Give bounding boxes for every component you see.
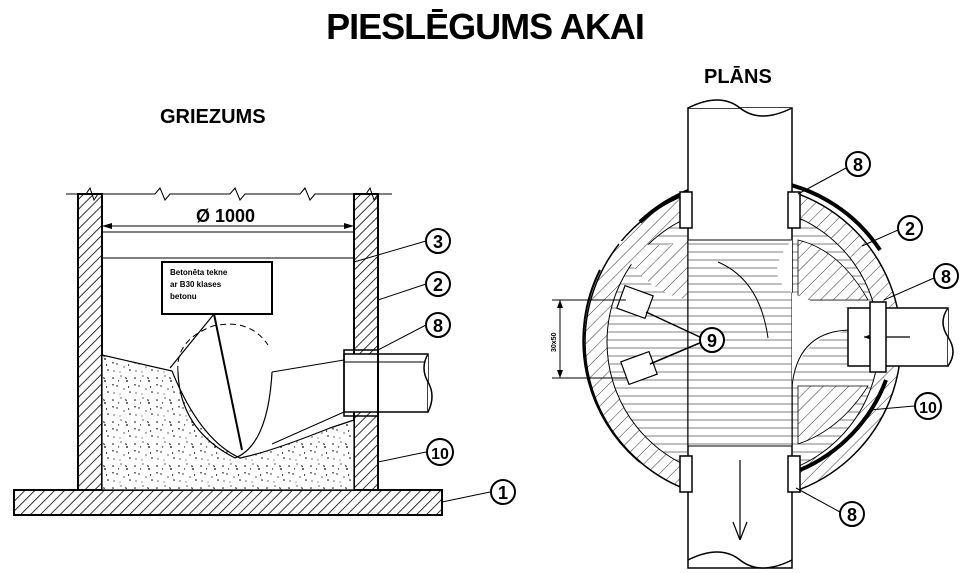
outer-wall-arc-bottom: [799, 379, 888, 472]
callout-2-leader: [377, 283, 427, 301]
main-pipe-break-top: [687, 99, 793, 117]
note-leader-2: [213, 313, 243, 451]
svg-text:8: 8: [433, 316, 443, 336]
callout-1-leader: [441, 491, 491, 503]
note-line-1: Betonēta tekne: [170, 268, 228, 277]
callout-8-leader: [377, 324, 427, 351]
inlet-pipe-break: [423, 353, 433, 413]
plan-view: 30x50 8 2 8 9 10 8: [551, 99, 959, 569]
dim-vertical-arrows: [557, 300, 563, 378]
diameter-label: Ø 1000: [196, 206, 255, 226]
plan-callout-8-side-leader: [883, 277, 935, 301]
plan-callout-2-leader: [861, 229, 899, 247]
page-title: PIESLĒGUMS AKAI: [326, 6, 645, 47]
side-channel-lower-edge: [791, 329, 853, 387]
svg-text:8: 8: [941, 267, 951, 287]
outer-wall-arc-left: [582, 269, 641, 463]
callout-8: 8: [425, 312, 451, 338]
channel-dashed-arc: [177, 323, 269, 373]
channel-arc: [177, 371, 273, 459]
blockout-upper: [616, 284, 654, 320]
section-view: Ø 1000 Betonēta tekne ar B30 klases beto…: [13, 186, 516, 516]
seal-bottom-left: [679, 455, 693, 493]
svg-text:10: 10: [431, 446, 449, 463]
break-line-top: [66, 186, 392, 202]
svg-text:8: 8: [847, 505, 857, 525]
svg-text:3: 3: [433, 232, 443, 252]
plan-callout-8-top: 8: [845, 151, 871, 177]
inlet-pipe: [343, 353, 429, 413]
note-line-3: betonu: [170, 292, 197, 301]
plan-callout-8-bottom: 8: [839, 501, 865, 527]
seal-top-right: [787, 191, 801, 229]
left-wall: [77, 193, 103, 491]
callout-3: 3: [425, 228, 451, 254]
callout-1: 1: [490, 479, 516, 505]
right-wall: [353, 193, 379, 491]
bench-area-lower-right: [797, 385, 869, 445]
bench-area-upper-right: [797, 239, 869, 301]
seal-top-left: [679, 191, 693, 229]
base-slab: [13, 489, 443, 516]
svg-text:2: 2: [433, 275, 443, 295]
pipe-invert-top: [271, 359, 345, 373]
dimension-arrow-left: [102, 223, 112, 229]
note-leader-1: [169, 313, 215, 369]
plan-callout-9: 9: [699, 327, 725, 353]
seal-bottom-right: [787, 455, 801, 493]
side-channel-fill: [776, 240, 868, 386]
plan-callout-8-side: 8: [933, 263, 959, 289]
callout-2: 2: [425, 271, 451, 297]
flow-curve-arc: [717, 261, 769, 339]
pipe-invert-bottom: [271, 411, 345, 445]
callout-10-leader: [377, 451, 427, 463]
svg-text:10: 10: [919, 400, 937, 417]
dimension-arrow-right: [344, 223, 354, 229]
plan-view-title: PLĀNS: [704, 66, 772, 88]
plan-callout-9-leader-b: [649, 341, 703, 365]
plan-callout-8-top-leader: [797, 167, 847, 195]
plan-callout-8-bottom-leader: [795, 487, 841, 513]
callout-3-leader: [353, 240, 427, 263]
svg-text:2: 2: [905, 219, 915, 239]
svg-text:9: 9: [707, 331, 717, 351]
svg-text:1: 1: [498, 483, 508, 503]
plan-callout-10: 10: [914, 392, 942, 420]
small-dimension-label: 30x50: [551, 332, 558, 352]
concrete-bench: [101, 354, 355, 491]
plan-callout-9-leader-a: [645, 311, 703, 339]
section-view-title: GRIEZUMS: [160, 106, 266, 128]
note-box: [161, 261, 273, 315]
main-pipe-break-bottom: [687, 551, 793, 569]
side-pipe-break: [942, 307, 954, 367]
note-line-2: ar B30 klases: [170, 280, 222, 289]
bench-area-upper-left: [617, 240, 688, 300]
flow-arrowhead-down: [732, 521, 748, 541]
plan-callout-10-leader: [869, 405, 915, 411]
plan-callout-2: 2: [897, 215, 923, 241]
svg-text:8: 8: [853, 155, 863, 175]
seal-side: [869, 301, 887, 373]
callout-10: 10: [426, 438, 454, 466]
